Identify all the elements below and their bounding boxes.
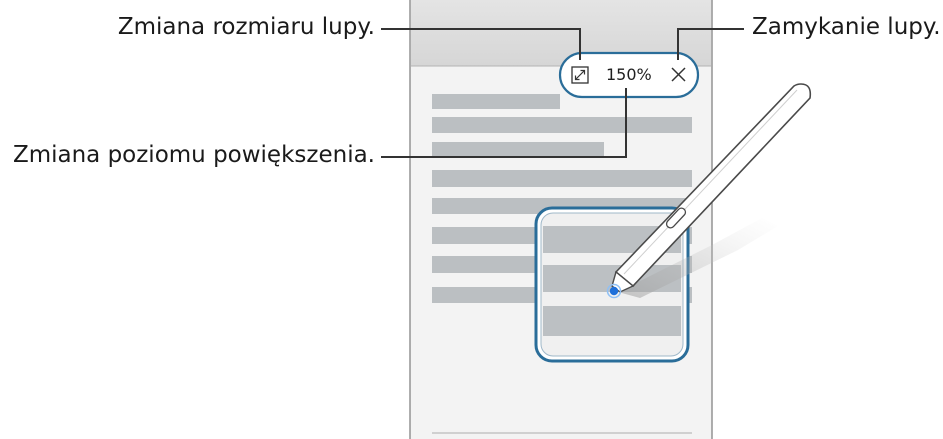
leader-line-resize (381, 28, 581, 60)
content-bar (432, 142, 604, 156)
pen-shadow (618, 218, 778, 298)
close-icon-stroke[interactable] (671, 67, 686, 82)
resize-icon-arrow[interactable] (574, 75, 580, 81)
content-bar (432, 117, 692, 133)
resize-icon-arrow[interactable] (580, 69, 586, 75)
magnifier-toolbar (558, 51, 700, 99)
pen-tip (609, 286, 619, 296)
resize-icon-line[interactable] (575, 70, 585, 80)
s-pen (606, 83, 812, 299)
leader-lines (381, 28, 744, 158)
pen-tip-glow (606, 283, 622, 299)
content-bar (432, 170, 692, 187)
toolbar-pill (558, 51, 700, 99)
callout-resize: Zmiana rozmiaru lupy. (117, 14, 375, 40)
magnified-bar (543, 306, 681, 336)
zoom-level-label[interactable]: 150% (606, 65, 652, 84)
leader-line-close (677, 28, 744, 60)
content-bar (432, 94, 560, 109)
pen-highlight (623, 89, 798, 275)
resize-icon-box[interactable] (571, 66, 589, 84)
callout-close: Zamykanie lupy. (752, 14, 941, 40)
leader-line-zoom (381, 88, 627, 158)
callout-zoom: Zmiana poziomu powiększenia. (12, 142, 375, 168)
pen-button (665, 207, 687, 229)
close-icon[interactable] (671, 67, 686, 82)
resize-diagonal-icon[interactable] (571, 66, 589, 84)
